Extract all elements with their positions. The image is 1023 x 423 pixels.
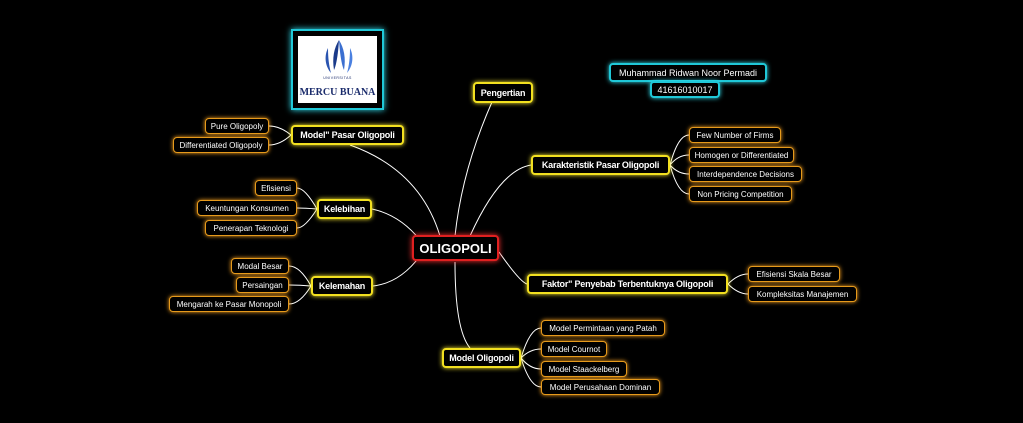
connector-line <box>268 134 292 146</box>
node-kelemahan[interactable]: Kelemahan <box>311 276 373 296</box>
connector-line <box>372 255 421 287</box>
connector-line <box>349 144 441 237</box>
connector-line <box>469 164 532 237</box>
node-model-oligopoli[interactable]: Model Oligopoli <box>442 348 521 368</box>
leaf-pure-oligopoly[interactable]: Pure Oligopoly <box>205 118 269 134</box>
leaf-mengarah-monopoli[interactable]: Mengarah ke Pasar Monopoli <box>169 296 289 312</box>
connector-line <box>268 125 292 136</box>
node-kelebihan[interactable]: Kelebihan <box>317 199 372 219</box>
connector-line <box>727 273 749 285</box>
leaf-efisiensi-skala-besar[interactable]: Efisiensi Skala Besar <box>748 266 840 282</box>
connector-line <box>296 207 318 210</box>
leaf-penerapan-teknologi[interactable]: Penerapan Teknologi <box>205 220 297 236</box>
author-name-box: Muhammad Ridwan Noor Permadi <box>609 63 767 82</box>
connector-line <box>520 348 542 359</box>
connector-line <box>288 285 312 305</box>
connector-line <box>498 251 528 285</box>
node-pengertian[interactable]: Pengertian <box>473 82 533 103</box>
node-faktor-penyebab[interactable]: Faktor" Penyebab Terbentuknya Oligopoli <box>527 274 728 294</box>
leaf-kompleksitas-manajemen[interactable]: Kompleksitas Manajemen <box>748 286 857 302</box>
leaf-few-number-firms[interactable]: Few Number of Firms <box>689 127 781 143</box>
connector-line <box>520 327 542 359</box>
node-karakteristik[interactable]: Karakteristik Pasar Oligopoli <box>531 155 670 175</box>
connector-line <box>296 187 318 210</box>
leaf-modal-besar[interactable]: Modal Besar <box>231 258 289 274</box>
author-id-box: 41616010017 <box>650 81 720 98</box>
logo-name-text: MERCU BUANA <box>299 87 376 98</box>
leaf-keuntungan-konsumen[interactable]: Keuntungan Konsumen <box>197 200 297 216</box>
logo-university-text: UNIVERSITAS <box>323 76 352 80</box>
connector-line <box>669 164 690 195</box>
leaf-model-staackelberg[interactable]: Model Staackelberg <box>541 361 627 377</box>
mercu-buana-logo: UNIVERSITAS MERCU BUANA <box>291 29 384 110</box>
connector-line <box>520 357 542 370</box>
leaf-interdependence-decisions[interactable]: Interdependence Decisions <box>689 166 802 182</box>
connector-line <box>669 154 690 166</box>
connector-line <box>669 164 690 175</box>
leaf-efisiensi[interactable]: Efisiensi <box>255 180 297 196</box>
connector-line <box>296 208 318 229</box>
leaf-model-cournot[interactable]: Model Cournot <box>541 341 607 357</box>
leaf-model-permintaan-patah[interactable]: Model Permintaan yang Patah <box>541 320 665 336</box>
node-model-pasar[interactable]: Model" Pasar Oligopoli <box>291 125 404 145</box>
root-node[interactable]: OLIGOPOLI <box>412 235 499 261</box>
leaf-non-pricing-competition[interactable]: Non Pricing Competition <box>689 186 792 202</box>
leaf-persaingan[interactable]: Persaingan <box>236 277 289 293</box>
connector-line <box>288 284 312 287</box>
connector-line <box>669 134 690 166</box>
leaf-model-perusahaan-dominan[interactable]: Model Perusahaan Dominan <box>541 379 660 395</box>
leaf-differentiated-oligopoly[interactable]: Differentiated Oligopoly <box>173 137 269 153</box>
connector-line <box>520 357 542 388</box>
connector-line <box>454 261 471 349</box>
leaf-homogen-differentiated[interactable]: Homogen or Differentiated <box>689 147 794 163</box>
connector-line <box>288 265 312 287</box>
university-emblem-icon <box>325 40 353 73</box>
connector-line <box>454 101 493 237</box>
connector-line <box>727 283 749 295</box>
